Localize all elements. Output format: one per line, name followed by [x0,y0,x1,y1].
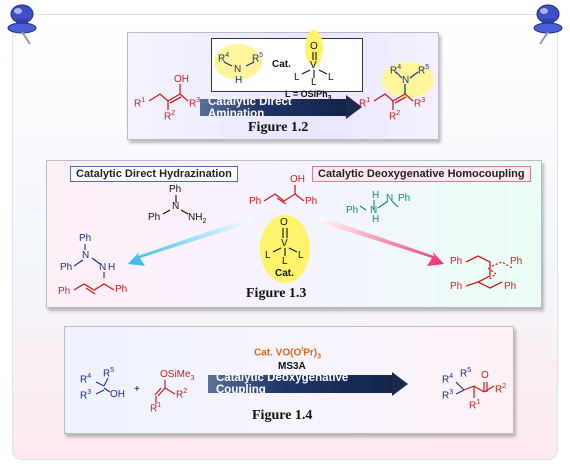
hp-h: H [108,262,116,273]
ket-o: O [481,370,489,381]
fig1-ligand-mid: L [311,77,317,88]
dh-h-top: H [372,190,380,201]
fig1-ligand-right: L [328,72,334,83]
alc-r3: R3 [80,389,92,402]
prod-n: N [402,75,410,86]
amine-r4: R4 [218,52,230,65]
sm-r3: R3 [189,97,201,110]
hp-n-top: N [82,250,90,261]
dh-h-bottom: H [372,214,380,225]
prod-r5: R5 [418,64,430,77]
hydrazination-label: Catalytic Direct Hydrazination [70,166,238,182]
hp-ph-chain-left: Ph [58,286,71,297]
amine-n: N [234,64,242,75]
sm-oh: OH [174,74,189,85]
fig1-cat-label: Cat. [272,59,291,70]
hp-n-bottom: N [99,262,107,273]
fig1-vanadium: V [310,60,317,71]
ket-r1: R1 [469,399,481,412]
fig2-ligand-left: L [265,250,271,261]
dh-ph-right: Ph [398,193,411,204]
amine-h: H [235,75,243,86]
enol-osime3: OSiMe3 [160,369,195,382]
ket-r5: R5 [460,367,472,380]
sm-r2: R2 [164,110,176,123]
prod-r2: R2 [389,110,401,123]
ket-r2: R2 [495,383,507,396]
alc-oh: OH [110,389,125,400]
hydrazine-ph-top: Ph [169,184,182,195]
sm-r1: R1 [134,97,146,110]
homocoupling-label: Catalytic Deoxygenative Homocoupling [312,166,531,182]
dh-n-right: N [386,193,394,204]
enol-r1: R1 [150,402,162,415]
hp-ph-top: Ph [79,233,92,244]
hydrazine-nh2: NH2 [188,212,207,225]
dh-n-left: N [370,205,378,216]
fig1-oxo: O [310,41,318,52]
hp-ph-left: Ph [60,262,73,273]
prod-r3: R3 [414,97,426,110]
figure-1-4-caption: Figure 1.4 [252,408,313,423]
fig2-ligand-right: L [298,250,304,261]
center-ph-right: Ph [305,196,318,207]
hp-ph-chain-right: Ph [115,284,128,295]
hc-ph-4: Ph [504,281,517,292]
fig2-ligand-mid: L [282,256,288,267]
hydrazine-ph-left: Ph [148,212,161,223]
center-ph-left: Ph [249,196,262,207]
enol-r2: R2 [176,388,188,401]
ket-r4: R4 [442,373,454,386]
fig1-ligand-left: L [294,72,300,83]
fig2-oxo: O [280,217,288,228]
hc-ph-3: Ph [450,281,463,292]
figure-1-2-caption: Figure 1.2 [248,120,309,135]
pushpin-left-icon [7,4,37,45]
fig1-ligand-note: L = OSiPh3 [285,89,332,102]
amine-r5: R5 [252,52,264,65]
dh-ph-left: Ph [346,205,359,216]
hc-ph-2: Ph [510,256,523,267]
fig2-cat-label: Cat. [275,268,294,279]
alc-r4: R4 [80,373,92,386]
coupling-arrow: Catalytic Deoxygenative Coupling [208,372,392,396]
hydrazine-n: N [172,201,180,212]
center-oh: OH [290,174,305,185]
coupling-arrowhead [392,372,408,396]
prod-r4: R4 [390,64,402,77]
fig3-reagent-line1: Cat. VO(OiPr)3 [254,346,321,361]
prod-r1: R1 [359,97,371,110]
plus-sign: + [134,384,140,395]
fig3-reagent-line2: MS3A [278,361,306,372]
pushpin-right-icon [533,4,563,45]
figure-1-3-caption: Figure 1.3 [246,286,307,301]
amination-arrowhead [346,95,362,119]
alc-r5: R5 [103,367,115,380]
ket-r3: R3 [442,389,454,402]
hc-ph-1: Ph [450,256,463,267]
fig2-vanadium: V [281,238,288,249]
